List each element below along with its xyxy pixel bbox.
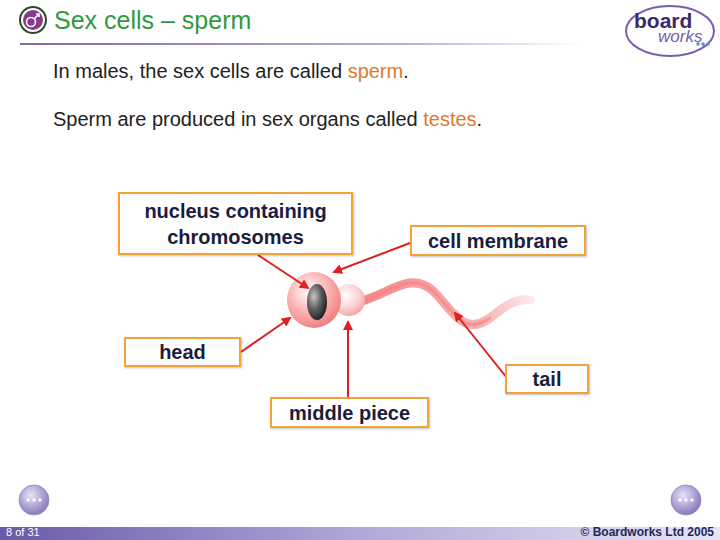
label-box-text-wrap: nucleus containing chromosomes xyxy=(120,198,351,250)
nav-button xyxy=(19,485,49,515)
body-text: . xyxy=(403,60,409,82)
sperm-tail-core xyxy=(362,283,490,325)
page-number: 8 of 31 xyxy=(6,526,40,538)
sperm-tail xyxy=(362,283,530,325)
body-text-line: Sperm are produced in sex organs calledt… xyxy=(53,108,482,131)
slide-title: Sex cells – sperm xyxy=(54,6,251,35)
key-word: sperm xyxy=(348,60,404,82)
label-text: head xyxy=(159,341,206,363)
logo-text: works xyxy=(658,27,702,47)
label-box: tail xyxy=(505,364,589,394)
body-text: Sperm are produced in sex organs called xyxy=(53,108,418,130)
label-box: head xyxy=(124,337,241,367)
logo-outline xyxy=(626,6,714,56)
key-word: testes xyxy=(423,108,476,130)
label-text: nucleus containing chromosomes xyxy=(144,200,326,248)
label-box: middle piece xyxy=(270,397,429,428)
label-box: nucleus containing chromosomes xyxy=(118,192,353,255)
body-text-line: In males, the sex cells are called sperm. xyxy=(53,60,409,83)
copyright: © Boardworks Ltd 2005 xyxy=(580,525,714,539)
body-text: In males, the sex cells are called xyxy=(53,60,342,82)
label-box: cell membrane xyxy=(410,225,586,256)
title-icon xyxy=(20,7,46,33)
label-box-text-wrap: middle piece xyxy=(289,400,410,426)
label-box-text-wrap: tail xyxy=(533,366,562,392)
label-text: tail xyxy=(533,368,562,390)
sperm-nucleus xyxy=(307,284,327,320)
label-text: middle piece xyxy=(289,402,410,424)
label-box-text-wrap: cell membrane xyxy=(428,228,568,254)
leader-lines xyxy=(241,243,507,397)
label-text: cell membrane xyxy=(428,230,568,252)
body-text: . xyxy=(477,108,483,130)
title-rule xyxy=(20,43,580,45)
nav-button xyxy=(671,485,701,515)
label-box-text-wrap: head xyxy=(159,339,206,365)
